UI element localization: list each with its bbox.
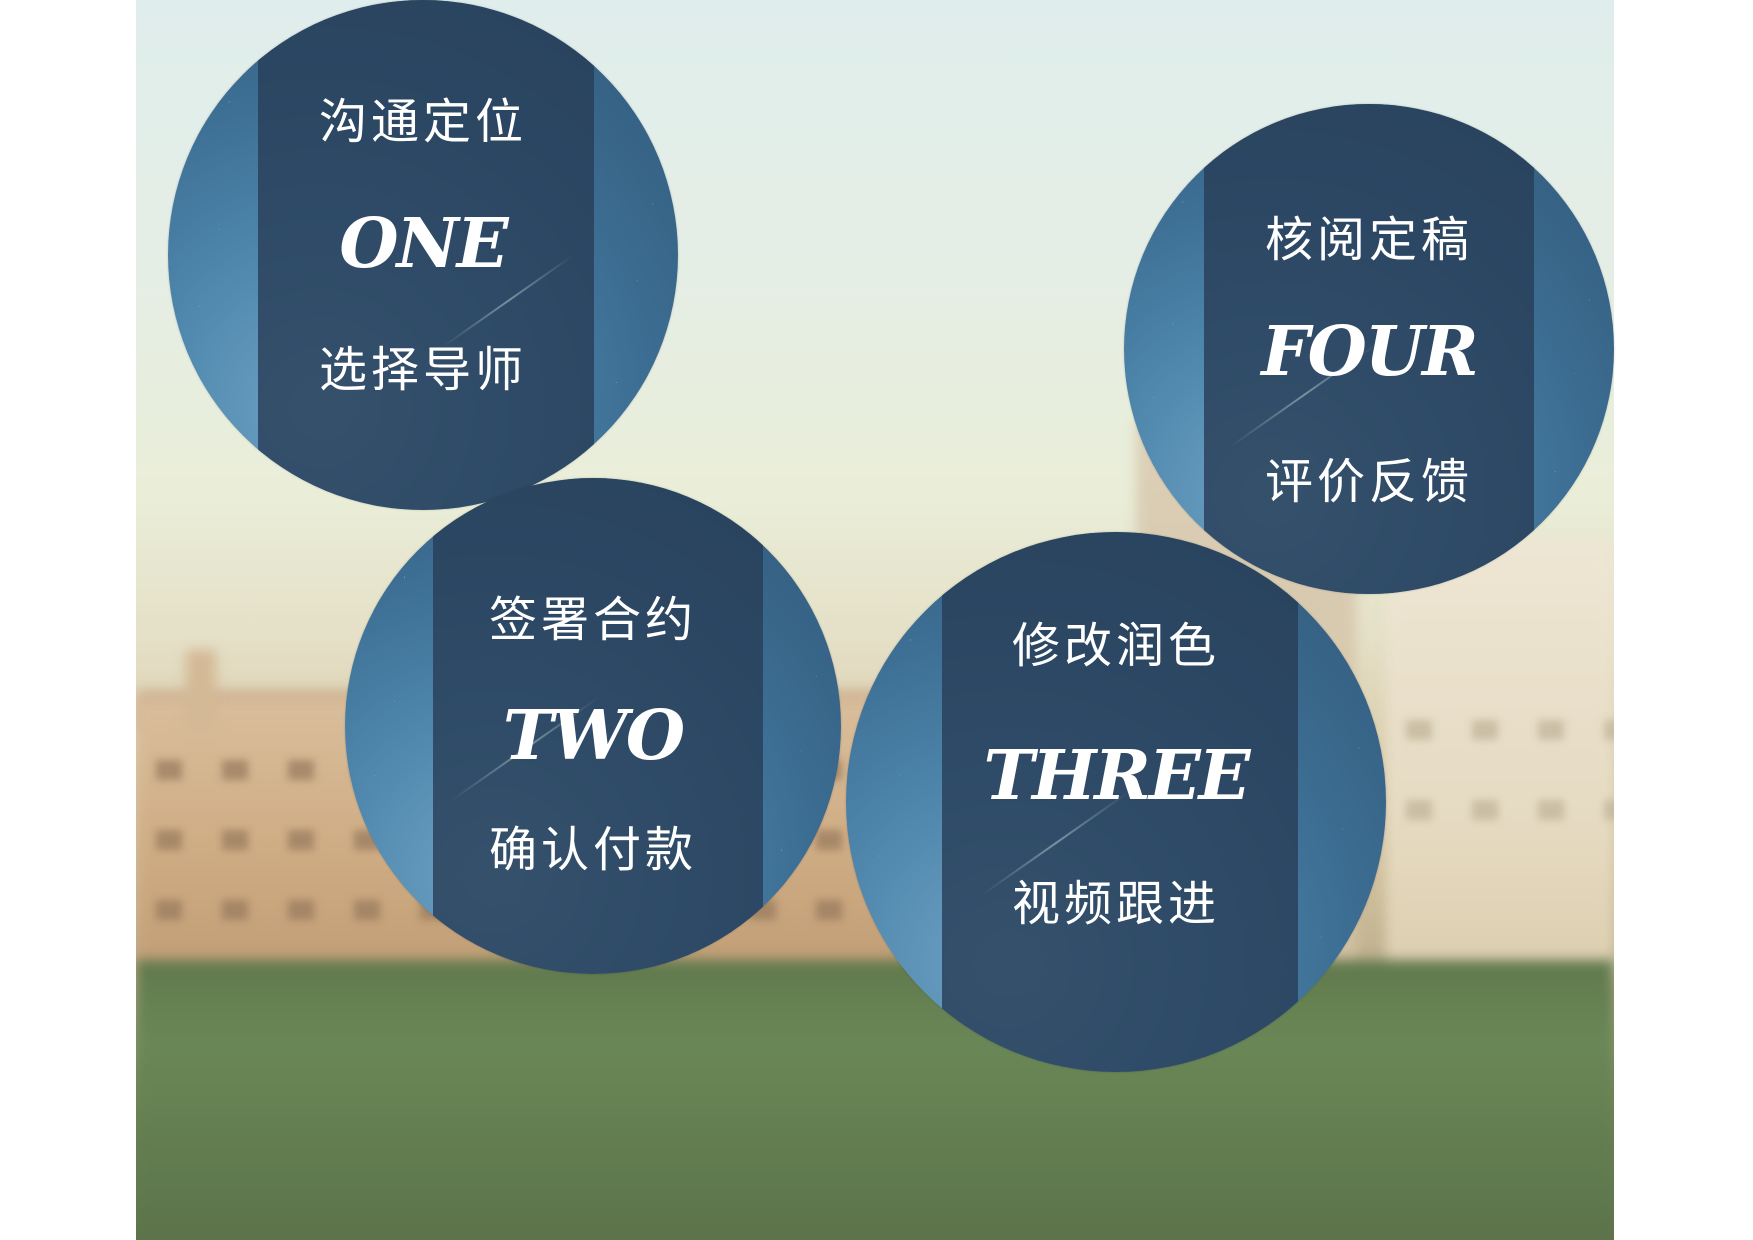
step-two-top-label: 签署合约 [488,592,697,648]
window-row [1406,800,1614,820]
step-three-panel [942,532,1298,1072]
window-row [1406,720,1614,740]
step-two-number: TWO [502,696,685,776]
step-four-bottom-label: 评价反馈 [1264,454,1473,510]
step-four-top-label: 核阅定稿 [1264,212,1473,268]
step-two-circle: 签署合约 TWO 确认付款 [345,478,841,974]
step-four-number: FOUR [1261,312,1478,392]
step-two-bottom-label: 确认付款 [488,822,697,878]
step-three-bottom-label: 视频跟进 [1011,876,1220,932]
step-one-bottom-label: 选择导师 [318,342,527,398]
step-one-top-label: 沟通定位 [318,94,527,150]
step-one-circle: 沟通定位 ONE 选择导师 [168,0,678,510]
step-three-circle: 修改润色 THREE 视频跟进 [846,532,1386,1072]
step-three-number: THREE [983,736,1250,816]
step-one-number: ONE [339,204,508,284]
step-three-top-label: 修改润色 [1011,618,1220,674]
step-four-circle: 核阅定稿 FOUR 评价反馈 [1124,104,1614,594]
chimney-tower [186,650,216,730]
right-building [1386,540,1614,980]
step-one-panel [258,0,594,510]
step-two-panel [433,478,763,974]
